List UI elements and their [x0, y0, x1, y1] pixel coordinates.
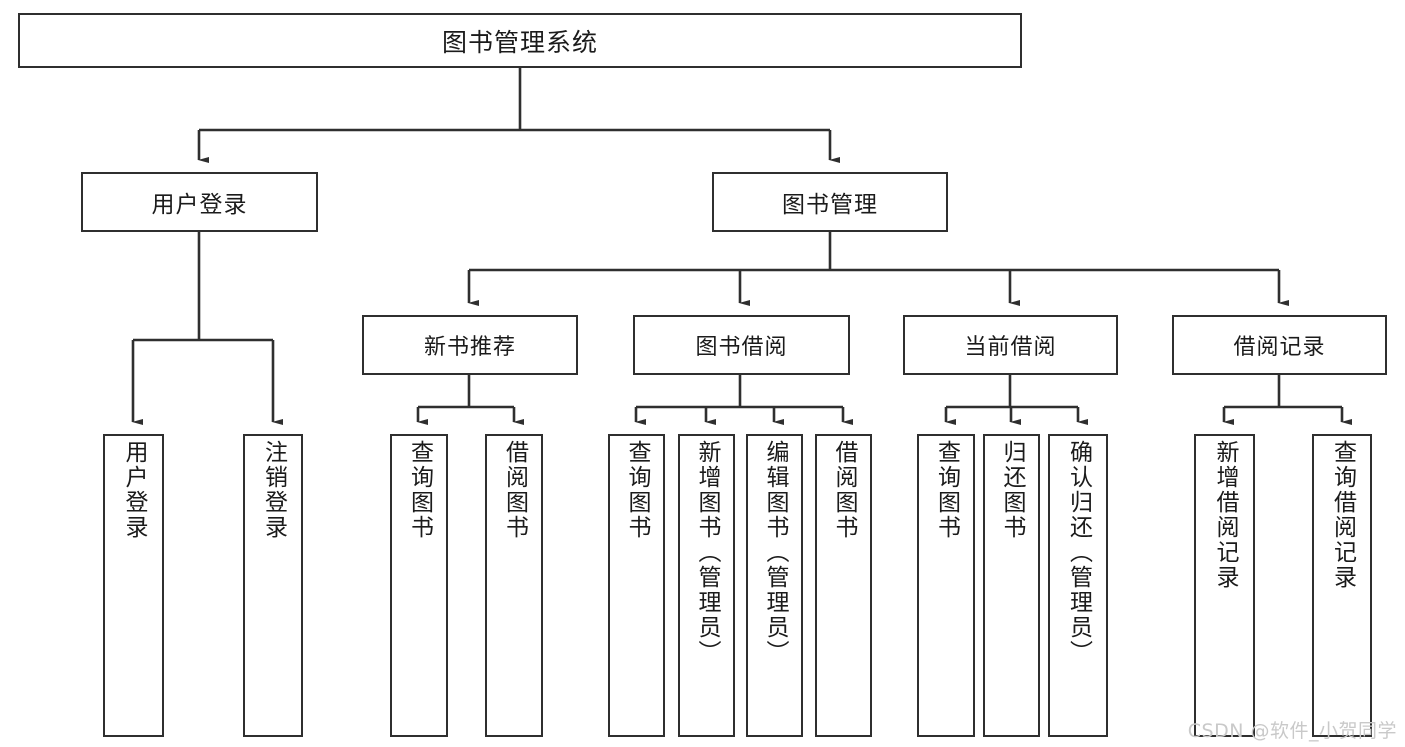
leaf-query-book-recommend[interactable]: 查询图书 [390, 434, 448, 737]
node-current-borrow-label: 当前借阅 [964, 335, 1057, 360]
leaf-confirm-return-admin[interactable]: 确认归还（管理员） [1048, 434, 1108, 737]
node-user-login-label: 用户登录 [151, 192, 248, 218]
node-new-book-recommend-label: 新书推荐 [423, 335, 516, 360]
leaf-add-book-admin-label: 新增图书（管理员） [694, 440, 720, 665]
leaf-add-borrow-record-label: 新增借阅记录 [1212, 440, 1238, 590]
leaf-borrow-book[interactable]: 借阅图书 [815, 434, 872, 737]
node-current-borrow[interactable]: 当前借阅 [903, 315, 1118, 375]
node-book-borrow-label: 图书借阅 [695, 335, 788, 360]
leaf-query-book-borrow[interactable]: 查询图书 [608, 434, 665, 737]
leaf-add-borrow-record[interactable]: 新增借阅记录 [1194, 434, 1255, 737]
node-root[interactable]: 图书管理系统 [18, 13, 1022, 68]
node-new-book-recommend[interactable]: 新书推荐 [362, 315, 578, 375]
leaf-add-book-admin[interactable]: 新增图书（管理员） [678, 434, 735, 737]
node-book-management[interactable]: 图书管理 [712, 172, 948, 232]
leaf-borrow-book-recommend[interactable]: 借阅图书 [485, 434, 543, 737]
leaf-user-login-label: 用户登录 [121, 440, 147, 540]
leaf-query-book-current-label: 查询图书 [933, 440, 960, 540]
leaf-borrow-book-recommend-label: 借阅图书 [501, 440, 528, 540]
node-borrow-record[interactable]: 借阅记录 [1172, 315, 1387, 375]
node-book-borrow[interactable]: 图书借阅 [633, 315, 850, 375]
leaf-user-login[interactable]: 用户登录 [103, 434, 164, 737]
leaf-return-book-label: 归还图书 [999, 440, 1025, 540]
leaf-query-borrow-record-label: 查询借阅记录 [1329, 440, 1356, 590]
leaf-borrow-book-label: 借阅图书 [831, 440, 857, 540]
leaf-query-book-borrow-label: 查询图书 [624, 440, 650, 540]
node-book-management-label: 图书管理 [782, 192, 878, 218]
leaf-query-book-recommend-label: 查询图书 [406, 440, 433, 540]
leaf-return-book[interactable]: 归还图书 [983, 434, 1040, 737]
leaf-logout[interactable]: 注销登录 [243, 434, 303, 737]
leaf-edit-book-admin-label: 编辑图书（管理员） [762, 440, 788, 665]
node-root-label: 图书管理系统 [441, 27, 598, 57]
leaf-edit-book-admin[interactable]: 编辑图书（管理员） [746, 434, 803, 737]
leaf-query-book-current[interactable]: 查询图书 [917, 434, 975, 737]
leaf-confirm-return-admin-label: 确认归还（管理员） [1065, 440, 1092, 665]
leaf-logout-label: 注销登录 [260, 440, 287, 540]
node-user-login[interactable]: 用户登录 [81, 172, 318, 232]
leaf-query-borrow-record[interactable]: 查询借阅记录 [1312, 434, 1372, 737]
watermark: CSDN @软件_小贺同学 [1187, 720, 1397, 742]
node-borrow-record-label: 借阅记录 [1233, 335, 1326, 360]
